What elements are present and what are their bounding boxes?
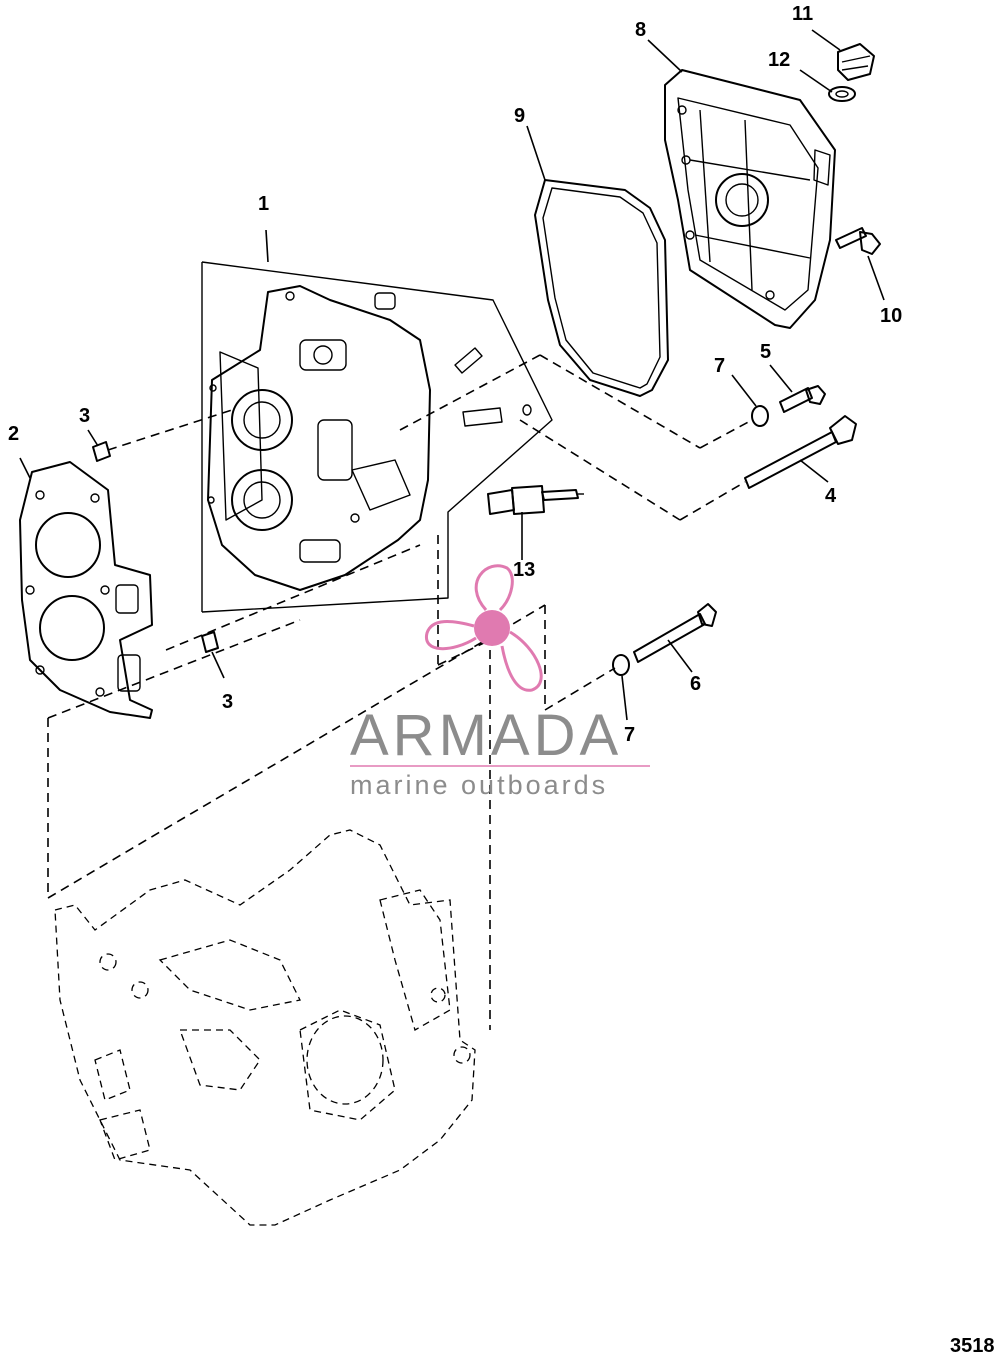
callout-7-upper: 7 xyxy=(714,355,725,377)
callout-12: 12 xyxy=(768,49,790,71)
cover-bolt xyxy=(835,227,881,255)
callout-11: 11 xyxy=(792,3,813,25)
callout-5: 5 xyxy=(760,341,771,363)
cover-gasket xyxy=(534,179,669,397)
watermark-subtitle: marine outboards xyxy=(350,770,608,800)
washer-upper xyxy=(751,405,769,427)
watermark-title: ARMADA xyxy=(350,703,622,768)
callout-3-lower: 3 xyxy=(222,691,233,713)
cylinder-head-assembly xyxy=(201,261,553,613)
callout-9: 9 xyxy=(514,105,525,127)
cylinder-block-phantom xyxy=(54,829,476,1226)
washer-lower xyxy=(612,654,630,676)
callout-1: 1 xyxy=(258,193,269,215)
long-head-bolt xyxy=(744,415,857,489)
plug-washer xyxy=(828,86,856,102)
head-gasket xyxy=(19,461,153,719)
oil-fill-plug xyxy=(837,43,875,81)
callout-2: 2 xyxy=(8,423,19,445)
callout-13: 13 xyxy=(513,559,535,581)
drawing-number: 3518 xyxy=(950,1335,995,1357)
callout-4: 4 xyxy=(825,485,837,507)
dowel-pin-upper xyxy=(92,441,111,462)
alignment-lines xyxy=(47,354,753,1030)
cylinder-head-cover xyxy=(664,69,836,329)
callout-6: 6 xyxy=(690,673,701,695)
callout-3-upper: 3 xyxy=(79,405,90,427)
callout-7-lower: 7 xyxy=(624,724,635,746)
propeller-logo-icon xyxy=(425,564,543,692)
short-head-bolt xyxy=(779,385,826,413)
leader-lines xyxy=(19,29,885,721)
callout-labels: 1 2 3 3 4 5 6 7 7 8 9 10 11 12 13 3518 xyxy=(8,3,995,1357)
callout-10: 10 xyxy=(880,305,902,327)
spark-plug xyxy=(487,485,584,515)
armada-watermark: ARMADA marine outboards xyxy=(350,564,650,800)
callout-8: 8 xyxy=(635,19,646,41)
medium-head-bolt xyxy=(633,603,717,663)
dowel-pin-lower xyxy=(201,631,219,653)
